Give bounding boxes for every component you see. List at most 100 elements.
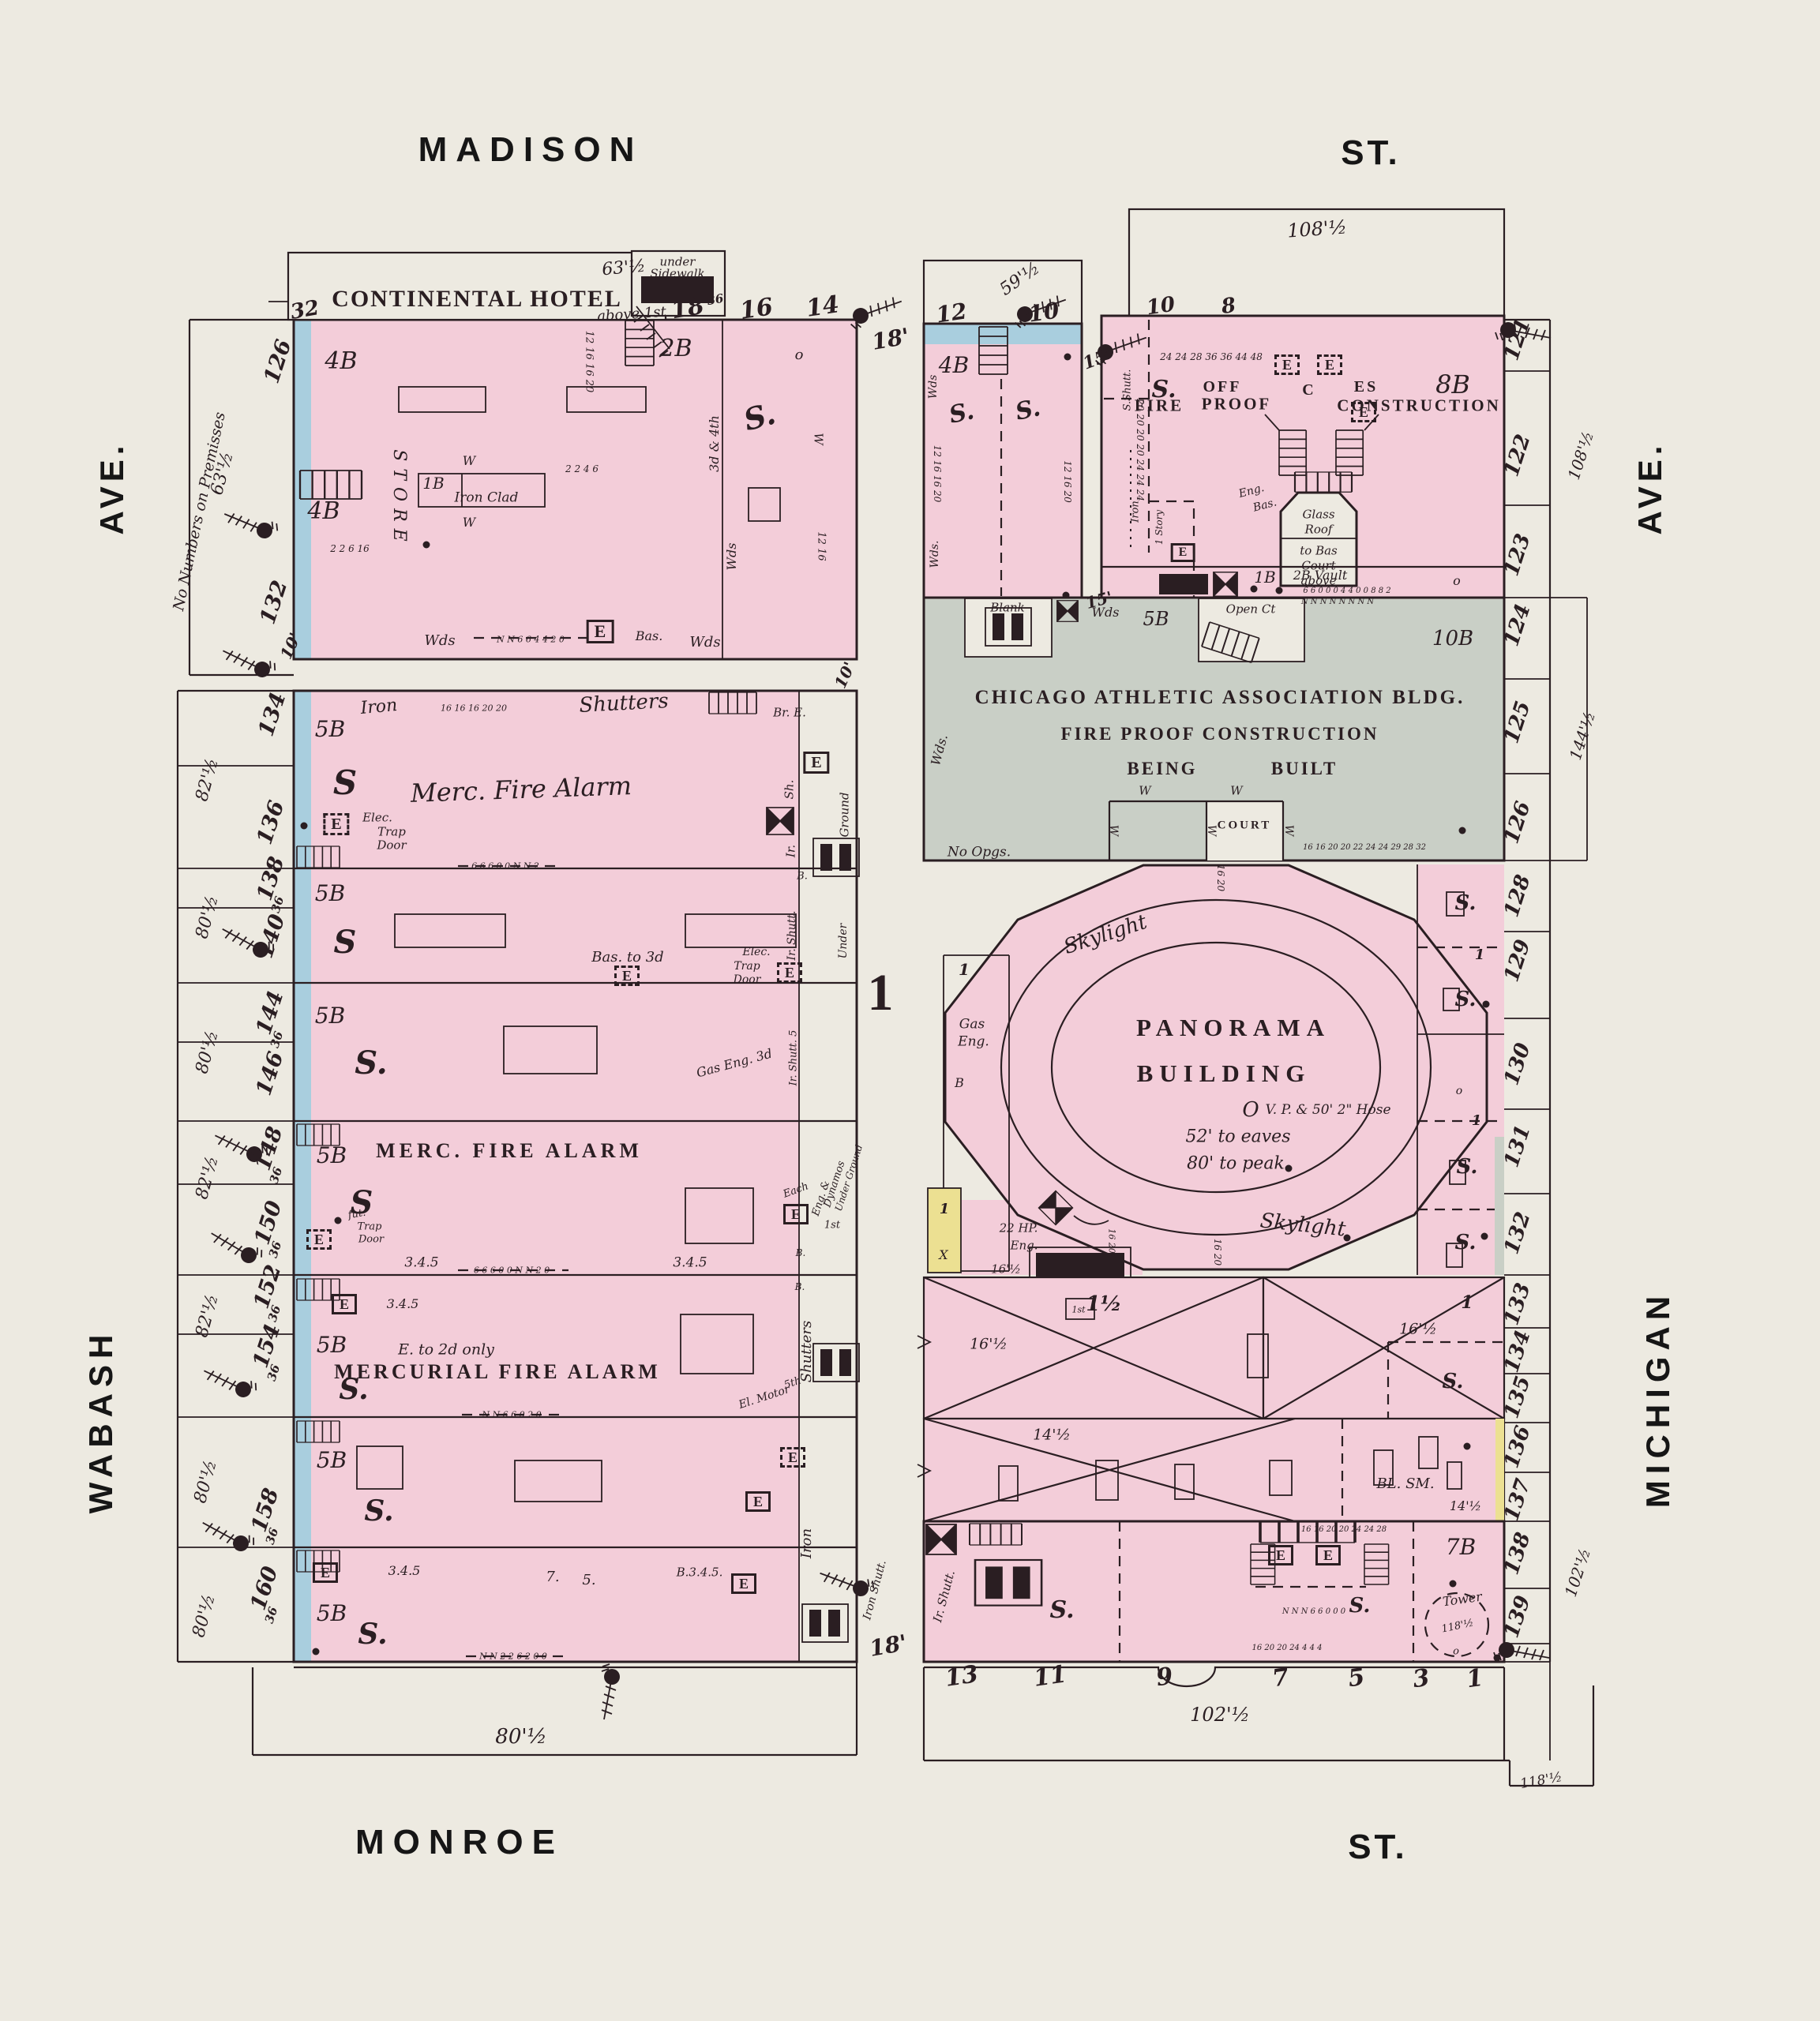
map-label: STORE bbox=[389, 449, 409, 549]
map-label: E bbox=[1315, 1545, 1342, 1565]
map-label: 36 bbox=[265, 1239, 285, 1260]
map-label: BL. SM. bbox=[1376, 1475, 1435, 1492]
map-label: No Numbers on Premisses bbox=[170, 411, 229, 613]
map-label: Iron Clad bbox=[454, 489, 519, 506]
map-label: 14'½ bbox=[1449, 1498, 1482, 1513]
map-label: Door bbox=[377, 838, 407, 853]
map-label: Eng. bbox=[1237, 482, 1266, 501]
map-label: 16'½ bbox=[1399, 1320, 1437, 1338]
map-label: S. bbox=[1151, 376, 1176, 403]
map-label: S. bbox=[1454, 1231, 1477, 1254]
map-label: 1st bbox=[824, 1219, 841, 1232]
map-label: o bbox=[1455, 1085, 1463, 1097]
map-label: 1B bbox=[422, 474, 445, 493]
map-label: Court bbox=[1301, 558, 1336, 573]
map-label: 139 bbox=[1499, 1592, 1536, 1641]
map-label: 5 bbox=[1346, 1663, 1367, 1693]
map-label: 102'½ bbox=[1560, 1546, 1595, 1599]
map-label: 32 bbox=[288, 296, 321, 324]
map-label: 82'½ bbox=[192, 756, 223, 804]
map-label: 118'½ bbox=[1440, 1617, 1475, 1636]
street-label-ave-left: AVE. bbox=[93, 441, 130, 535]
map-label: 108'½ bbox=[1286, 216, 1348, 242]
map-label: 152 bbox=[249, 1262, 287, 1312]
map-label: S. bbox=[339, 1373, 369, 1406]
map-label: Wds bbox=[927, 374, 940, 399]
map-label: 121 bbox=[1499, 315, 1536, 364]
map-label: 5B bbox=[316, 1447, 347, 1473]
map-label: 5B bbox=[314, 1003, 346, 1029]
map-label: N N 2 2 6 2 0 0 bbox=[479, 1651, 547, 1662]
map-label: Iron Shutt. bbox=[861, 1558, 889, 1622]
map-label: Tower bbox=[1441, 1588, 1483, 1610]
map-label: 6 6 0 0 0 4 4 0 0 8 8 2 bbox=[1303, 587, 1391, 595]
map-label: 10 bbox=[1144, 292, 1177, 321]
map-label: 1B bbox=[1254, 568, 1276, 587]
map-label: 5B bbox=[316, 1142, 347, 1168]
map-label: 18' bbox=[869, 323, 912, 355]
caa-bldg-label-line1: CHICAGO ATHLETIC ASSOCIATION BLDG. bbox=[974, 687, 1465, 708]
map-label: E bbox=[1267, 1545, 1294, 1565]
map-label: S bbox=[350, 1184, 373, 1221]
map-label: 136 bbox=[252, 797, 290, 848]
map-label: 5B bbox=[314, 716, 346, 742]
street-label-ave-right: AVE. bbox=[1631, 441, 1668, 535]
map-label: E bbox=[1350, 402, 1377, 422]
map-label: Door bbox=[358, 1233, 385, 1246]
map-label: 102'½ bbox=[1190, 1704, 1250, 1726]
map-label: S. bbox=[1442, 1370, 1464, 1393]
map-label: Under bbox=[837, 923, 850, 959]
map-label: E bbox=[1170, 543, 1195, 562]
continental-hotel-label: CONTINENTAL HOTEL bbox=[332, 286, 622, 312]
map-label: 12 bbox=[934, 298, 969, 328]
map-label: 16 16 16 20 20 bbox=[441, 703, 507, 714]
map-label: S. bbox=[1349, 1594, 1371, 1618]
map-label: 80'½ bbox=[192, 1028, 223, 1076]
map-label: Trap bbox=[734, 960, 760, 973]
map-label: 134 bbox=[253, 689, 291, 740]
map-label: 36 bbox=[265, 1303, 284, 1324]
map-label: Trap bbox=[357, 1220, 382, 1233]
map-label: FIRE bbox=[1134, 396, 1184, 415]
map-label: S. bbox=[1454, 891, 1477, 915]
map-label: 16 bbox=[737, 293, 775, 325]
map-label: 140 bbox=[253, 911, 291, 962]
map-label: 10' bbox=[830, 658, 860, 692]
map-label: E bbox=[1316, 354, 1343, 375]
map-label: Wds. bbox=[928, 733, 951, 767]
map-label: Shutters bbox=[578, 689, 670, 718]
map-label: Ir. bbox=[783, 844, 798, 858]
map-label: S. bbox=[1456, 1155, 1478, 1179]
map-label: above bbox=[1300, 573, 1337, 588]
map-label: Elec. bbox=[742, 946, 771, 958]
map-label: Skylight bbox=[1060, 909, 1150, 960]
map-label: N N 6 6 4 4 2 0 bbox=[497, 634, 565, 645]
street-label-madison: MADISON bbox=[418, 130, 644, 169]
map-label: Wds bbox=[1091, 605, 1120, 620]
map-label: W bbox=[1230, 783, 1243, 798]
map-label: S. bbox=[1049, 1596, 1075, 1624]
map-label: Iron bbox=[798, 1528, 815, 1559]
map-label: 4B bbox=[325, 347, 358, 375]
map-label: o bbox=[1453, 573, 1461, 588]
map-label: 12 16 16 20 bbox=[932, 444, 943, 503]
map-label: Wds. bbox=[929, 540, 941, 568]
map-label: 22 HP. bbox=[999, 1220, 1038, 1235]
map-label: 122 bbox=[1499, 431, 1536, 480]
street-label-wabash: WABASH bbox=[82, 1328, 119, 1514]
map-label: W bbox=[1205, 824, 1218, 837]
map-label: Skylight bbox=[1259, 1209, 1347, 1242]
map-label: 2 2 6 16 bbox=[330, 543, 370, 554]
map-label: 6 6 6 0 0 N N 2 bbox=[471, 861, 539, 872]
map-label: 135 bbox=[1499, 1373, 1536, 1422]
map-label: Shutters bbox=[798, 1320, 815, 1383]
panorama-label-line2: BUILDING bbox=[1136, 1059, 1312, 1087]
map-label: 5B bbox=[316, 1600, 347, 1626]
panorama-eaves-note: 52' to eaves bbox=[1185, 1127, 1291, 1147]
map-label: o bbox=[1453, 1645, 1459, 1658]
street-label-michigan: MICHIGAN bbox=[1639, 1289, 1676, 1509]
map-label: 18' bbox=[867, 1629, 910, 1662]
panorama-label-line1: PANORAMA bbox=[1136, 1014, 1330, 1041]
map-label: 1 Story bbox=[1154, 509, 1165, 546]
map-label: Gas bbox=[959, 1016, 985, 1033]
